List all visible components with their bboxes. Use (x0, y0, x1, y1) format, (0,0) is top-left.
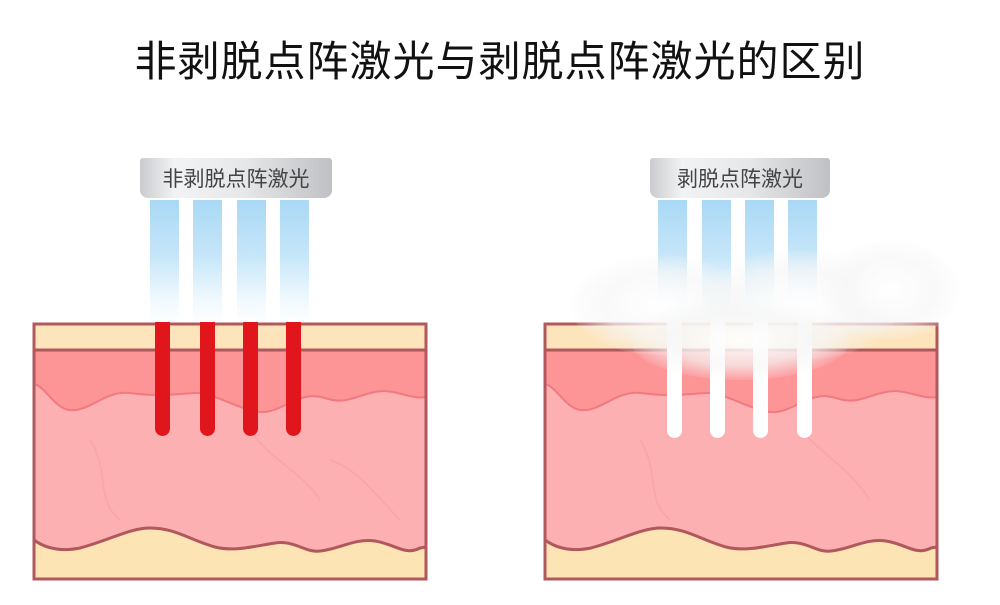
laser-beam (280, 200, 309, 325)
laser-beam (150, 200, 179, 325)
laser-beam (193, 200, 222, 325)
laser-beam (237, 200, 266, 325)
vapor-plume (820, 240, 960, 340)
laser-head-label: 剥脱点阵激光 (650, 158, 830, 198)
coagulation-columns (155, 322, 301, 436)
vapor-plume (630, 300, 850, 380)
laser-head-label: 非剥脱点阵激光 (140, 158, 332, 198)
page-title: 非剥脱点阵激光与剥脱点阵激光的区别 (134, 37, 866, 86)
